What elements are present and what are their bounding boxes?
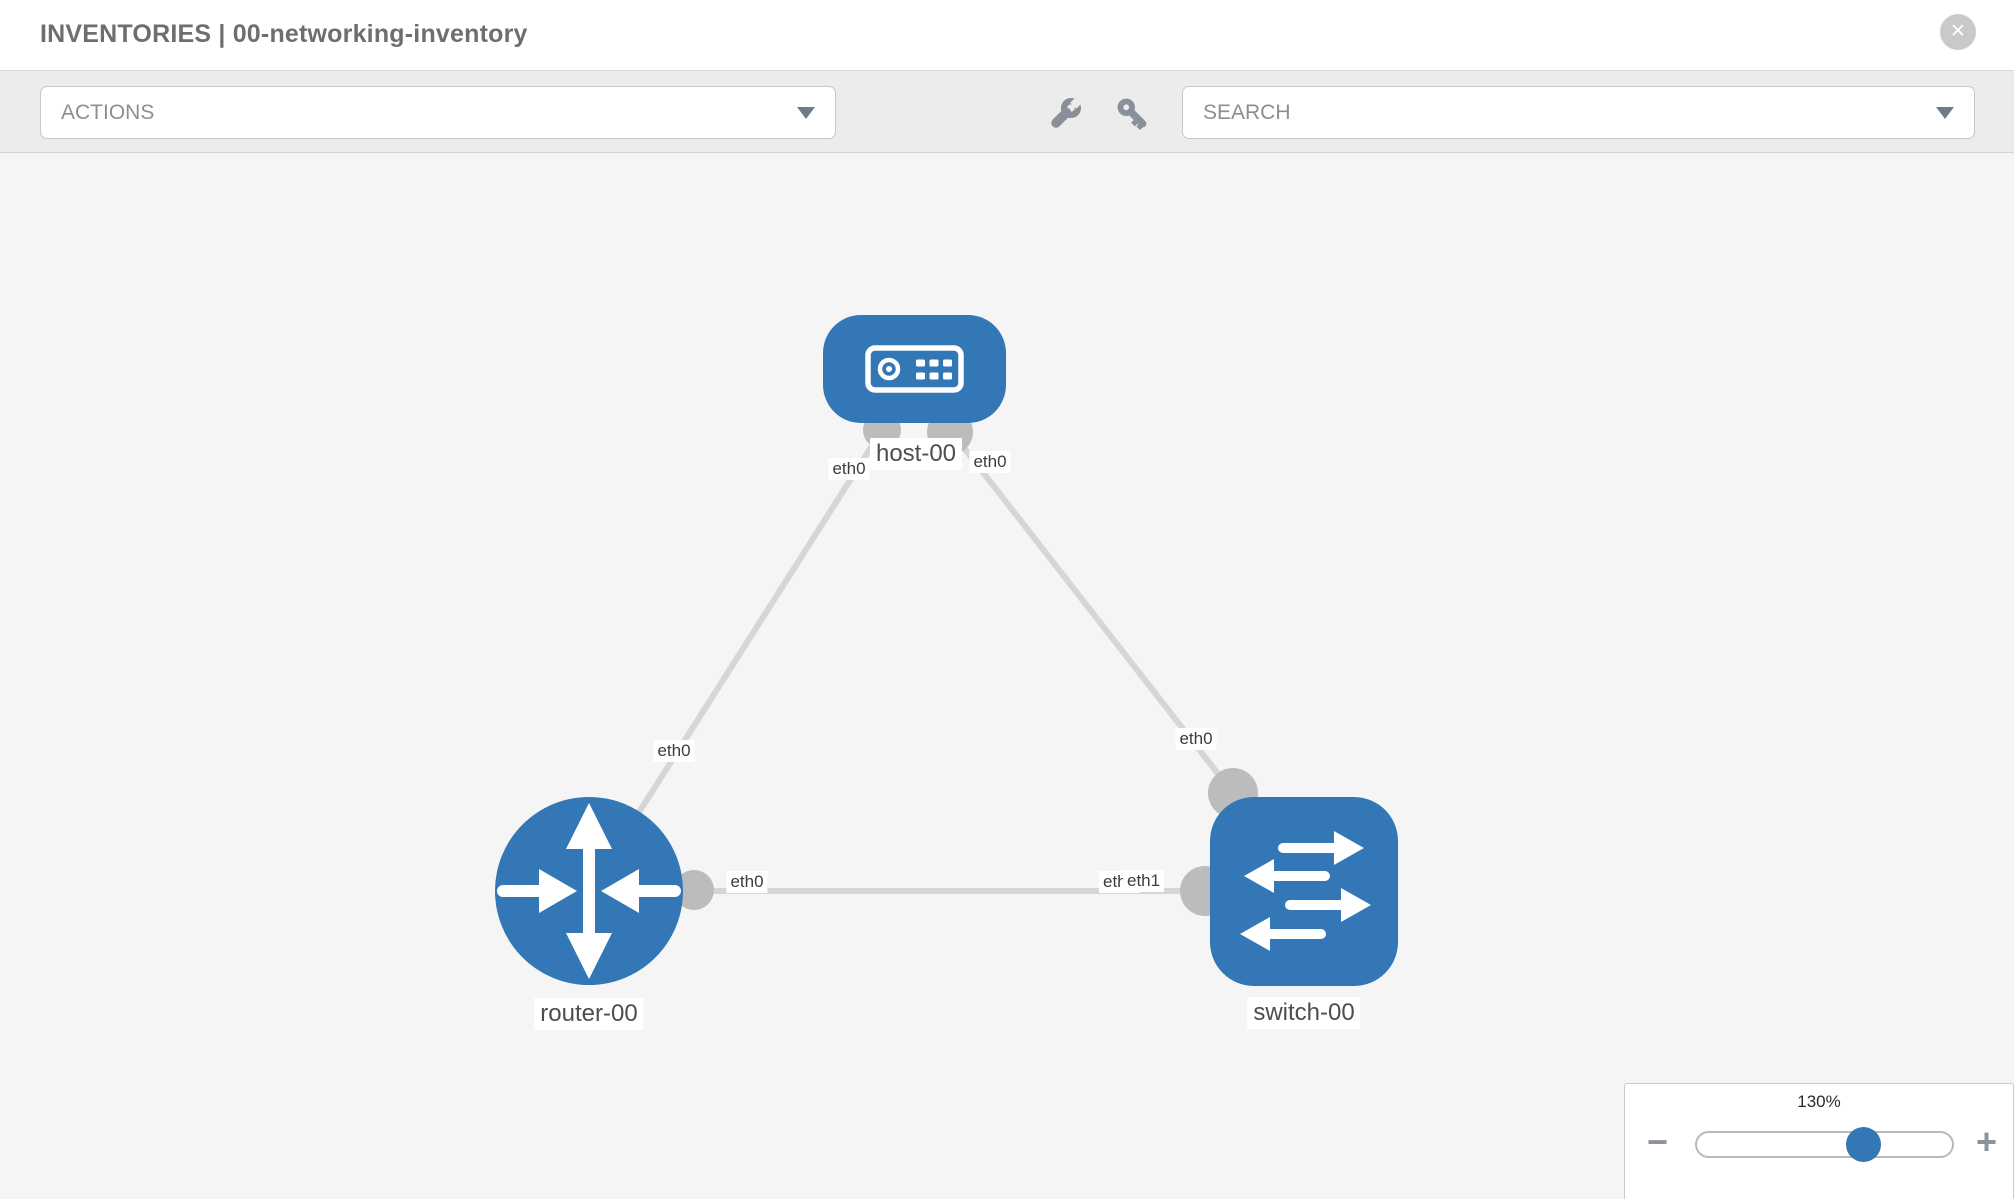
zoom-level-label: 130% bbox=[1797, 1092, 1841, 1111]
key-icon[interactable] bbox=[1114, 95, 1152, 133]
iface-label-router-to-switch: eth0 bbox=[726, 871, 768, 893]
zoom-slider-track[interactable] bbox=[1695, 1131, 1954, 1158]
iface-label-host-to-switch: eth0 bbox=[969, 451, 1011, 473]
switch-icon bbox=[1240, 831, 1371, 951]
node-host[interactable] bbox=[823, 315, 1006, 423]
zoom-slider-handle[interactable] bbox=[1846, 1127, 1881, 1162]
zoom-in-button[interactable]: + bbox=[1975, 1121, 1997, 1162]
node-label-switch: switch-00 bbox=[1247, 997, 1361, 1029]
iface-label-switch-to-router: eth1 bbox=[1123, 870, 1165, 892]
iface-label-switch-to-host: eth0 bbox=[1175, 728, 1217, 750]
node-switch[interactable] bbox=[1210, 797, 1398, 986]
zoom-control-panel: 130% − + bbox=[1624, 1083, 2014, 1199]
wrench-icon[interactable] bbox=[1046, 95, 1084, 133]
actions-dropdown-label: ACTIONS bbox=[61, 100, 155, 124]
search-dropdown-label: SEARCH bbox=[1203, 100, 1291, 124]
node-router[interactable] bbox=[495, 797, 683, 985]
toolbar: ACTIONS SEARCH bbox=[0, 71, 2014, 153]
page-title: INVENTORIES | 00-networking-inventory bbox=[40, 20, 528, 48]
iface-label-router-to-host: eth0 bbox=[653, 740, 695, 762]
node-label-host: host-00 bbox=[869, 438, 963, 470]
router-icon bbox=[497, 803, 681, 979]
node-label-router: router-00 bbox=[534, 998, 644, 1030]
chevron-down-icon bbox=[1936, 106, 1954, 119]
close-icon[interactable]: ✕ bbox=[1940, 14, 1976, 50]
breadcrumb-header: INVENTORIES | 00-networking-inventory ✕ bbox=[0, 0, 2014, 71]
iface-label-host-to-router: eth0 bbox=[828, 458, 870, 480]
zoom-out-button[interactable]: − bbox=[1647, 1121, 1669, 1162]
connector-router-eth0 bbox=[674, 870, 714, 910]
actions-dropdown[interactable]: ACTIONS bbox=[40, 86, 836, 139]
search-dropdown[interactable]: SEARCH bbox=[1182, 86, 1975, 139]
chevron-down-icon bbox=[797, 106, 815, 119]
host-icon bbox=[865, 345, 964, 393]
topology-canvas[interactable]: host-00 router-00 switch-00 eth0 eth0 et… bbox=[0, 153, 2014, 1199]
